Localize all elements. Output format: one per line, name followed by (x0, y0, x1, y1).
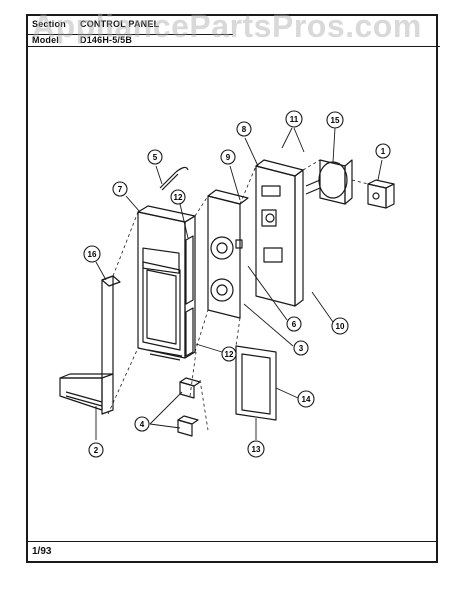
section-label: Section (32, 19, 66, 29)
part-14-window (235, 345, 277, 421)
svg-text:6: 6 (292, 320, 297, 329)
footer-rule (28, 541, 436, 542)
callout-5: 5 (147, 149, 163, 185)
callout-13: 13 (247, 418, 265, 458)
callout-8: 8 (236, 121, 259, 167)
svg-text:15: 15 (331, 116, 340, 125)
part-1-switch (367, 179, 395, 209)
svg-text:10: 10 (336, 322, 345, 331)
svg-text:1: 1 (381, 147, 386, 156)
model-label: Model (32, 35, 59, 45)
callout-10: 10 (311, 291, 349, 335)
svg-text:16: 16 (88, 250, 97, 259)
callout-14: 14 (275, 387, 315, 408)
callout-12: 12 12 (170, 189, 237, 362)
revision-date: 1/93 (32, 546, 52, 557)
callout-15: 15 (326, 111, 344, 163)
watermark-logo: AppliancePartsPros.com (32, 8, 422, 44)
callout-9: 9 (220, 149, 241, 201)
callout-11: 11 (281, 110, 305, 153)
svg-text:3: 3 (299, 344, 304, 353)
svg-text:4: 4 (140, 420, 145, 429)
callout-7: 7 (112, 181, 141, 213)
parts-diagram-sheet: Section CONTROL PANEL Model D146H-5/5B 1… (26, 14, 440, 563)
svg-text:12: 12 (174, 193, 183, 202)
callout-16: 16 (83, 245, 107, 281)
callout-3: 3 (243, 303, 309, 356)
callout-4: 4 (134, 391, 183, 432)
svg-text:12: 12 (225, 350, 234, 359)
svg-text:5: 5 (153, 153, 158, 162)
svg-text:14: 14 (302, 395, 311, 404)
part-16-trim (59, 275, 121, 415)
part-3-control-plate (207, 189, 249, 319)
callout-6: 6 (247, 265, 302, 332)
part-8-bracket (255, 159, 304, 307)
svg-text:7: 7 (118, 185, 123, 194)
model-value: D146H-5/5B (80, 35, 133, 45)
part-5-wire (159, 166, 189, 191)
svg-text:13: 13 (252, 445, 261, 454)
header-divider (28, 34, 233, 35)
svg-text:9: 9 (226, 153, 231, 162)
part-12-strips (185, 235, 194, 357)
callout-1: 1 (375, 143, 391, 181)
callout-bubbles: 1 2 3 4 5 6 7 (83, 110, 391, 458)
header-bottom-rule (28, 46, 440, 47)
part-15-motor (305, 159, 353, 205)
alignment-lines (107, 159, 369, 431)
svg-text:2: 2 (94, 446, 99, 455)
svg-text:11: 11 (290, 115, 299, 124)
section-value: CONTROL PANEL (80, 19, 160, 29)
callout-2: 2 (88, 406, 104, 458)
svg-text:8: 8 (242, 125, 247, 134)
part-4-knobs (177, 377, 201, 437)
